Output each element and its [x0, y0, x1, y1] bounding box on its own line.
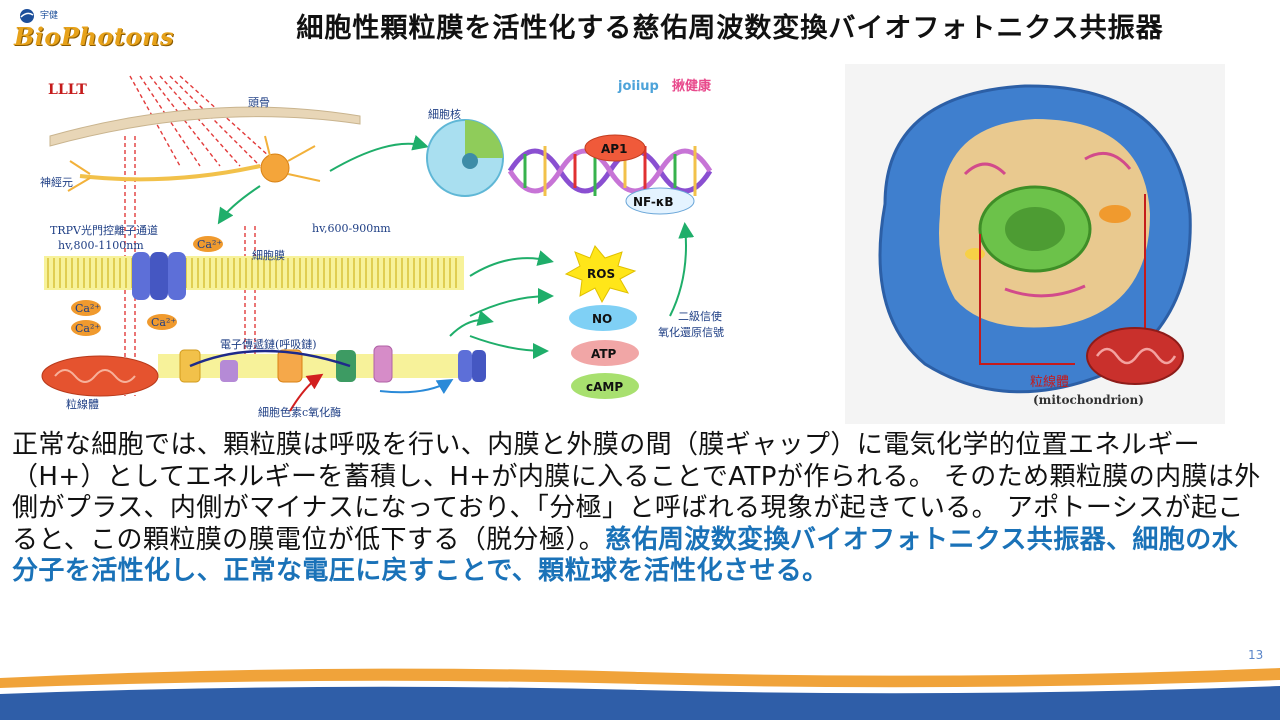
ap1-label: AP1: [601, 142, 627, 156]
paragraph-highlight: 慈佑周波数変換バイオフォトニクス共振器、細胞の水分子を活性化し、正常な電圧に戻す…: [12, 524, 1238, 587]
mitochondria-label: 粒線體: [66, 397, 99, 411]
photobiomodulation-diagram: LLLT 頭骨: [30, 66, 775, 426]
ap1-ellipse: [584, 134, 646, 162]
logo-small-text: 宇健: [40, 11, 59, 21]
membrane-label: 細胞膜: [252, 249, 285, 262]
arrow-mid: [449, 310, 494, 337]
messenger-label-2: 氧化還原信號: [658, 325, 724, 339]
cytochrome-label: 細胞色素c氧化酶: [258, 405, 341, 419]
logo-globe-icon: [20, 9, 34, 23]
ros-starburst: [564, 245, 637, 304]
arrow-to-nucleus: [329, 135, 429, 172]
skull-layer: [49, 106, 361, 147]
ca-ion-label: Ca²⁺: [151, 316, 176, 329]
neuron-label: 神經元: [40, 175, 73, 189]
atp-label: ATP: [591, 347, 617, 361]
mitochondrion-shape: [41, 355, 159, 397]
neuron-dendrites: [67, 135, 321, 192]
joiiup-logo: joiiup: [617, 79, 659, 94]
ca-ion-label: Ca²⁺: [75, 322, 100, 335]
ca-ion-label: Ca²⁺: [197, 238, 222, 251]
diagram-svg: LLLT 頭骨: [40, 75, 724, 419]
lllt-label: LLLT: [48, 82, 87, 98]
hv-left-label: hv,800-1100nm: [58, 239, 144, 252]
arrow-to-membrane: [217, 185, 261, 225]
waves-svg: [0, 668, 1280, 720]
mito-label-en: (mitochondrion): [1033, 393, 1144, 407]
biophotons-logo: 宇健 BioPhotons: [10, 4, 173, 60]
trpv-label: TRPV光門控離子通道: [50, 223, 158, 237]
hv-mid-label: hv,600-900nm: [312, 222, 391, 235]
skull-label: 頭骨: [248, 96, 270, 109]
arrow-to-nfkb: [669, 222, 695, 317]
joiiup-logo-cn: 揪健康: [672, 78, 712, 94]
arrow-blue: [379, 378, 454, 395]
slide-title: 細胞性顆粒膜を活性化する慈佑周波数変換バイオフォトニクス共振器: [296, 13, 1164, 44]
body-paragraph: 正常な細胞では、顆粒膜は呼吸を行い、内膜と外膜の間（膜ギャップ）に電気化学的位置…: [12, 430, 1264, 588]
messenger-label-1: 二級信使: [678, 310, 722, 323]
page-number: 13: [1248, 648, 1264, 662]
calcium-ions: Ca²⁺ Ca²⁺ Ca²⁺ Ca²⁺: [71, 236, 223, 336]
electron-path: [189, 349, 351, 368]
wave-blue: [0, 686, 1280, 720]
neuron-axon: [79, 164, 261, 182]
nucleolus-illustration: [1005, 207, 1065, 251]
camp-label: cAMP: [586, 380, 623, 394]
inner-mitochondrial-membrane: [158, 354, 468, 378]
mito-small: [1099, 205, 1131, 223]
pointer-line: [979, 234, 1075, 365]
arrow-to-ros: [469, 250, 554, 277]
logo-brand-text: BioPhotons: [14, 22, 174, 51]
paragraph-plain: 正常な細胞では、顆粒膜は呼吸を行い、内膜と外膜の間（膜ギャップ）に電気化学的位置…: [12, 430, 1261, 555]
neuron-soma: [260, 153, 290, 183]
footer-waves: [0, 658, 1280, 720]
camp-pill: [571, 373, 639, 399]
etc-label: 電子傳遞鏈(呼吸鏈): [220, 337, 317, 351]
vesicle: [965, 248, 985, 260]
no-pill: [569, 305, 637, 331]
cell-svg: 粒線體 (mitochondrion): [878, 84, 1192, 407]
arrow-cytochrome: [289, 373, 324, 412]
mito-label-cn: 粒線體: [1030, 374, 1069, 390]
mito-cristae: [1095, 347, 1177, 365]
ros-label: ROS: [587, 267, 615, 281]
ca-ion-label: Ca²⁺: [75, 302, 100, 315]
atp-pill: [571, 340, 639, 366]
nfkb-label: NF-κB: [633, 195, 674, 209]
arrow-to-atp: [469, 335, 549, 359]
cell-illustration: 粒線體 (mitochondrion): [845, 64, 1225, 424]
no-label: NO: [592, 312, 612, 326]
arrow-to-no: [469, 288, 554, 317]
cell-membrane: [44, 256, 464, 290]
trpv-channel: [132, 252, 186, 300]
nucleus-label: 細胞核: [428, 107, 461, 121]
mitochondrion-zoom: [1086, 327, 1184, 385]
nucleus-cutaway: [465, 120, 503, 158]
organelles: [963, 151, 1132, 298]
nfkb-ellipse: [625, 187, 695, 215]
atp-synthase: [458, 350, 486, 382]
nucleolus: [462, 153, 478, 169]
